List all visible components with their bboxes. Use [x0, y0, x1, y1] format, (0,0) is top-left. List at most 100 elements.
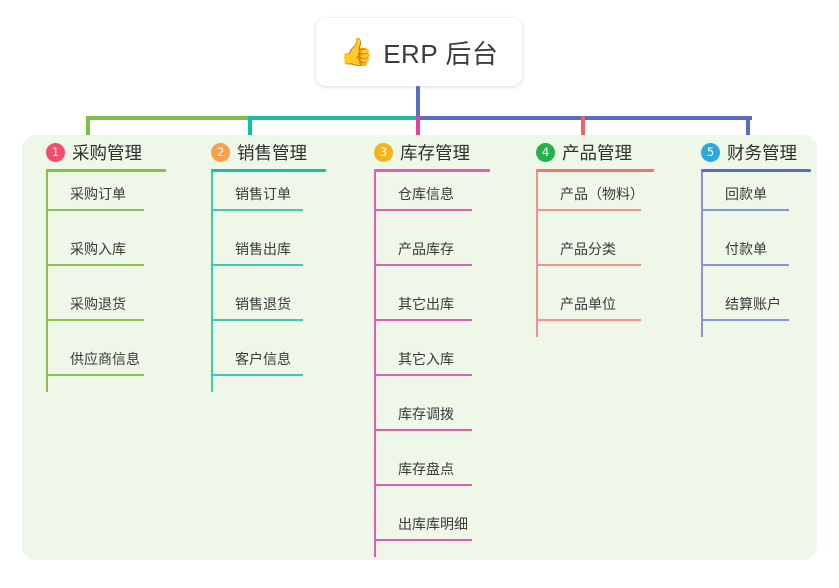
- menu-item-label: 销售订单: [235, 186, 291, 202]
- drop-connector-1: [86, 116, 90, 142]
- menu-item[interactable]: 产品（物料）: [536, 172, 692, 227]
- category-column-1: 1 采购管理采购订单采购入库采购退货供应商信息: [42, 135, 190, 392]
- menu-item-label: 采购入库: [70, 241, 126, 257]
- category-underline: [374, 169, 490, 172]
- category-items: 回款单付款单结算账户: [697, 172, 837, 337]
- menu-item-underline: [46, 264, 144, 266]
- drop-connector-3: [416, 116, 420, 142]
- menu-item[interactable]: 采购订单: [46, 172, 190, 227]
- menu-item[interactable]: 销售退货: [211, 282, 355, 337]
- menu-item[interactable]: 产品分类: [536, 227, 692, 282]
- menu-item-underline: [211, 374, 303, 376]
- category-spine: [536, 172, 538, 337]
- menu-item-label: 产品分类: [560, 241, 616, 257]
- menu-item[interactable]: 结算账户: [701, 282, 837, 337]
- menu-item-underline: [211, 264, 303, 266]
- category-number-badge: 1: [46, 142, 65, 162]
- menu-item-underline: [701, 209, 789, 211]
- category-header-2[interactable]: 2 销售管理: [207, 135, 355, 169]
- category-header-5[interactable]: 5 财务管理: [697, 135, 837, 169]
- menu-item-label: 出库库明细: [398, 516, 468, 532]
- menu-item-label: 回款单: [725, 186, 767, 202]
- bus-segment-2: [248, 116, 420, 120]
- menu-item-underline: [701, 319, 789, 321]
- menu-item-underline: [536, 264, 641, 266]
- menu-item-label: 采购订单: [70, 186, 126, 202]
- thumbs-up-icon: 👍: [339, 36, 374, 68]
- menu-item-underline: [374, 374, 472, 376]
- root-title: ERP 后台: [383, 38, 499, 69]
- drop-connector-4: [581, 116, 585, 142]
- menu-item-label: 结算账户: [725, 296, 781, 312]
- category-items: 销售订单销售出库销售退货客户信息: [207, 172, 355, 392]
- category-title: 销售管理: [237, 142, 307, 163]
- menu-item-underline: [374, 209, 472, 211]
- menu-item[interactable]: 出库库明细: [374, 502, 530, 557]
- menu-item[interactable]: 回款单: [701, 172, 837, 227]
- category-column-2: 2 销售管理销售订单销售出库销售退货客户信息: [207, 135, 355, 392]
- category-items: 仓库信息产品库存其它出库其它入库库存调拨库存盘点出库库明细: [370, 172, 530, 557]
- menu-item-label: 付款单: [725, 241, 767, 257]
- menu-item-underline: [374, 429, 472, 431]
- menu-item[interactable]: 采购入库: [46, 227, 190, 282]
- menu-item[interactable]: 产品单位: [536, 282, 692, 337]
- menu-item-label: 其它入库: [398, 351, 454, 367]
- category-number-badge: 5: [701, 142, 720, 162]
- bus-segment-1: [86, 116, 252, 120]
- menu-item-underline: [211, 209, 303, 211]
- menu-item-underline: [536, 209, 641, 211]
- category-number-badge: 2: [211, 142, 230, 162]
- menu-item-label: 采购退货: [70, 296, 126, 312]
- menu-item-label: 供应商信息: [70, 351, 140, 367]
- category-spine: [701, 172, 703, 337]
- menu-item-label: 产品库存: [398, 241, 454, 257]
- menu-item-label: 客户信息: [235, 351, 291, 367]
- menu-item[interactable]: 仓库信息: [374, 172, 530, 227]
- menu-item[interactable]: 采购退货: [46, 282, 190, 337]
- menu-item-label: 仓库信息: [398, 186, 454, 202]
- menu-item[interactable]: 供应商信息: [46, 337, 190, 392]
- menu-item-label: 其它出库: [398, 296, 454, 312]
- category-column-5: 5 财务管理回款单付款单结算账户: [697, 135, 837, 337]
- menu-item-label: 销售出库: [235, 241, 291, 257]
- menu-item[interactable]: 库存调拨: [374, 392, 530, 447]
- category-spine: [374, 172, 376, 557]
- menu-item-underline: [701, 264, 789, 266]
- category-underline: [46, 169, 166, 172]
- drop-connector-5: [746, 116, 750, 142]
- category-title: 采购管理: [72, 142, 142, 163]
- menu-item-label: 库存调拨: [398, 406, 454, 422]
- category-underline: [211, 169, 326, 172]
- category-spine: [46, 172, 48, 392]
- menu-item-underline: [46, 209, 144, 211]
- menu-item[interactable]: 其它入库: [374, 337, 530, 392]
- category-header-1[interactable]: 1 采购管理: [42, 135, 190, 169]
- menu-item[interactable]: 库存盘点: [374, 447, 530, 502]
- menu-item-underline: [374, 319, 472, 321]
- drop-connector-2: [248, 116, 252, 142]
- root-node[interactable]: 👍 ERP 后台: [316, 18, 522, 86]
- menu-item[interactable]: 产品库存: [374, 227, 530, 282]
- menu-item[interactable]: 销售订单: [211, 172, 355, 227]
- menu-item[interactable]: 销售出库: [211, 227, 355, 282]
- menu-item[interactable]: 付款单: [701, 227, 837, 282]
- category-spine: [211, 172, 213, 392]
- menu-item[interactable]: 客户信息: [211, 337, 355, 392]
- menu-item-underline: [374, 264, 472, 266]
- menu-item-label: 库存盘点: [398, 461, 454, 477]
- category-underline: [536, 169, 654, 172]
- menu-item[interactable]: 其它出库: [374, 282, 530, 337]
- category-title: 产品管理: [562, 142, 632, 163]
- category-title: 库存管理: [400, 142, 470, 163]
- menu-item-label: 销售退货: [235, 296, 291, 312]
- root-trunk-connector: [416, 86, 420, 122]
- menu-item-label: 产品单位: [560, 296, 616, 312]
- category-underline: [701, 169, 811, 172]
- menu-item-underline: [374, 539, 472, 541]
- category-title: 财务管理: [727, 142, 797, 163]
